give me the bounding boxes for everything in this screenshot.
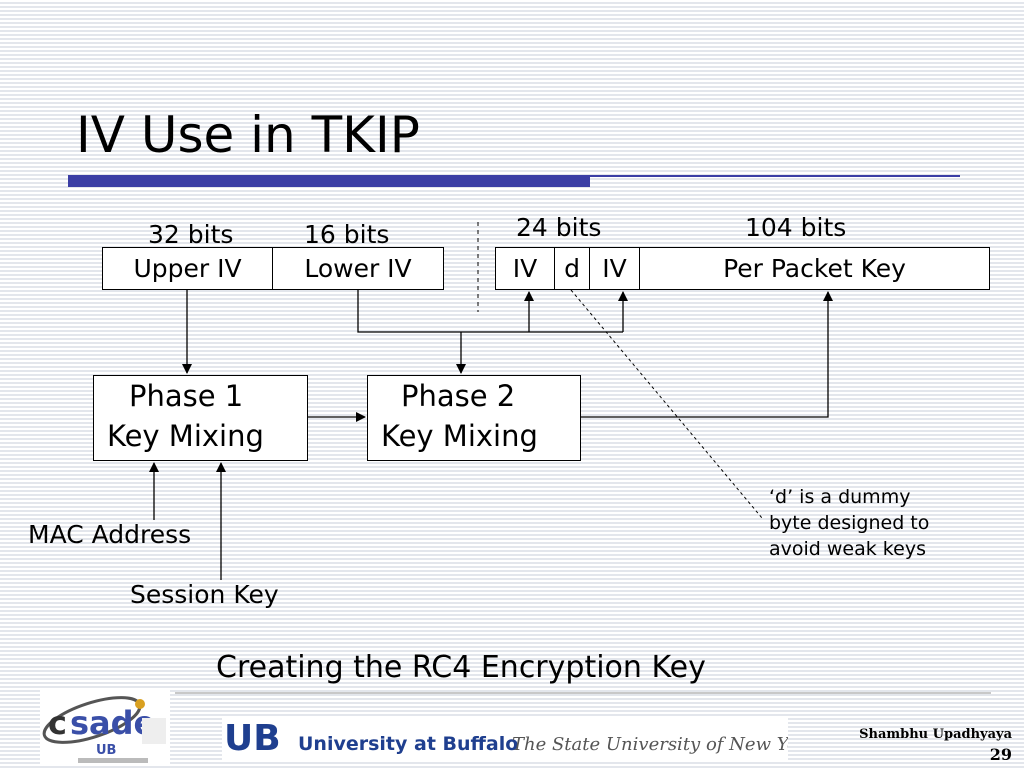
note-pointer-line — [570, 289, 763, 519]
slide-title: IV Use in TKIP — [76, 106, 420, 164]
diagram-caption: Creating the RC4 Encryption Key — [216, 650, 706, 685]
bits-label-upper-iv: 32 bits — [148, 220, 234, 249]
field-iv-1: IV — [495, 247, 555, 290]
field-lower-iv: Lower IV — [272, 247, 444, 290]
phase2-line2: Key Mixing — [381, 419, 538, 453]
bits-label-lower-iv: 16 bits — [304, 220, 390, 249]
phase1-box: Phase 1 Key Mixing — [93, 375, 308, 461]
cesade-logo: c sade UB — [40, 690, 170, 766]
arrow-phase2-to-per-packet-key — [581, 291, 833, 418]
footer-rule — [175, 692, 991, 694]
dummy-byte-note: ‘d’ is a dummy byte designed to avoid we… — [769, 484, 929, 562]
phase1-line1: Phase 1 — [129, 379, 244, 413]
author-name: Shambhu Upadhyaya — [859, 727, 1012, 742]
phase1-line2: Key Mixing — [107, 419, 264, 453]
bits-label-iv-group: 24 bits — [516, 213, 602, 242]
mac-address-label: MAC Address — [28, 520, 192, 549]
svg-text:The State University of New Yo: The State University of New York — [512, 734, 788, 755]
university-at-buffalo-logo: UB University at Buffalo The State Unive… — [222, 716, 817, 760]
field-upper-iv: Upper IV — [102, 247, 273, 290]
page-number: 29 — [989, 745, 1012, 764]
bits-label-per-packet: 104 bits — [745, 213, 847, 242]
title-underline-rule — [590, 175, 960, 177]
field-dummy-byte: d — [554, 247, 590, 290]
svg-text:sade: sade — [70, 704, 155, 742]
field-iv-2: IV — [589, 247, 640, 290]
svg-text:UB: UB — [224, 718, 281, 759]
note-line1: ‘d’ is a dummy — [769, 486, 911, 508]
session-key-label: Session Key — [130, 580, 279, 609]
wire-lower-iv-bus — [357, 290, 623, 333]
note-line2: byte designed to — [769, 512, 930, 534]
svg-text:University at Buffalo: University at Buffalo — [298, 733, 518, 755]
svg-text:c: c — [48, 704, 67, 742]
title-underline-bar — [68, 175, 590, 187]
phase2-line1: Phase 2 — [401, 379, 516, 413]
phase2-box: Phase 2 Key Mixing — [367, 375, 581, 461]
field-per-packet-key: Per Packet Key — [639, 247, 990, 290]
svg-text:UB: UB — [96, 743, 116, 758]
note-line3: avoid weak keys — [769, 538, 926, 560]
